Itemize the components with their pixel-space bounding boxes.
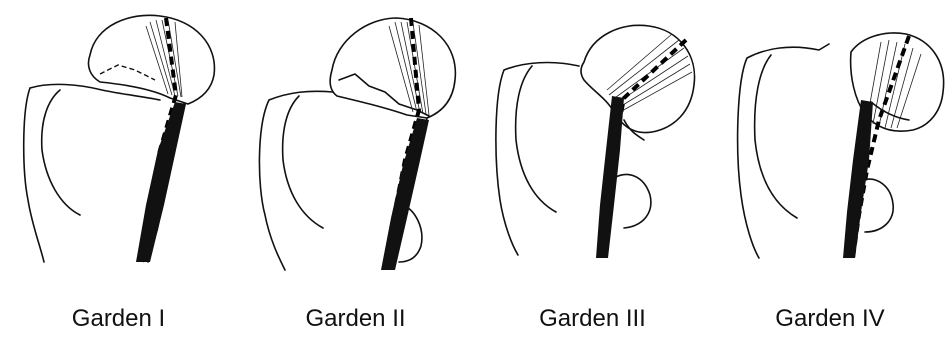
greater-trochanter [283,96,323,228]
greater-trochanter [755,55,797,218]
femur-drawing-garden-4 [711,0,949,300]
femur-outline [24,84,160,262]
panel-garden-2: Garden II [237,0,474,340]
panel-garden-3: Garden III [474,0,711,340]
caption-garden-4: Garden IV [711,305,949,333]
caption-garden-2: Garden II [237,305,474,333]
medial-cortex-fill [596,96,624,258]
panel-garden-1: Garden I [0,0,237,340]
trabeculae [867,40,921,128]
panel-garden-4: Garden IV [711,0,949,340]
femur-outline [496,63,579,255]
medial-cortex-fill [136,102,186,262]
greater-trochanter [516,66,556,212]
lesser-trochanter [863,179,893,232]
femoral-head [330,18,455,118]
greater-trochanter [42,90,80,215]
femur-drawing-garden-3 [474,0,711,300]
caption-garden-3: Garden III [474,305,711,333]
fracture-line [100,65,155,80]
lesser-trochanter [614,175,651,228]
femur-outline [259,91,333,270]
femur-drawing-garden-2 [237,0,474,300]
femur-outline [738,44,829,258]
caption-garden-1: Garden I [0,305,237,333]
fracture-line [339,74,429,116]
femur-drawing-garden-1 [0,0,237,300]
